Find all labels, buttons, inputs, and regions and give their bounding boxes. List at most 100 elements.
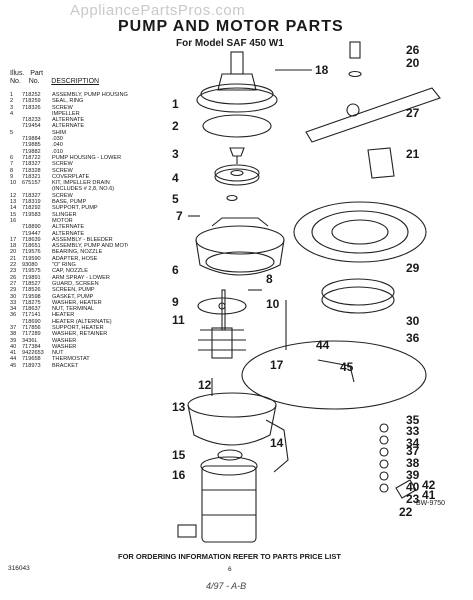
part-description: HEATER (ALTERNATE)	[52, 318, 112, 325]
callout-37: 37	[406, 444, 420, 458]
nozzle-cap-part	[348, 41, 362, 78]
part-illus-no: 22	[10, 262, 17, 269]
part-number: 718327	[22, 161, 41, 168]
model-subtitle: For Model SAF 450 W1	[176, 38, 284, 49]
part-number: 719884	[22, 136, 41, 143]
part-illus-no: 39	[10, 337, 17, 344]
callout-23: 23	[406, 492, 420, 506]
part-illus-no: 13	[10, 199, 17, 206]
thermostat-bracket-part	[317, 359, 355, 383]
callout-27: 27	[406, 106, 420, 120]
part-description: SCREW	[52, 104, 73, 111]
part-illus-no: 20	[10, 249, 17, 256]
part-description: WASHER	[52, 343, 77, 350]
part-description: BRACKET	[52, 362, 79, 369]
part-number: 718526	[22, 287, 41, 294]
callout-41: 41	[422, 488, 436, 502]
part-number: 719885	[22, 142, 41, 149]
part-illus-no: 30	[10, 293, 17, 300]
part-description: ALTERNATE	[52, 230, 85, 237]
part-illus-no: 23	[10, 268, 17, 275]
diagram-title: PUMP AND MOTOR PARTS	[118, 18, 344, 35]
part-number: 718328	[22, 167, 41, 174]
part-description: ALTERNATE	[52, 117, 85, 124]
lower-pump-housing-part	[195, 217, 285, 276]
header-no-desc: No. No. DESCRIPTION	[10, 78, 100, 85]
part-description: (INCLUDES # 2,8, NO.6)	[52, 186, 115, 193]
callout-17: 17	[270, 358, 284, 372]
parts-row: 22 93080 "O" RING	[10, 262, 128, 268]
callout-33: 33	[406, 424, 420, 438]
part-number: 719583	[22, 211, 41, 218]
part-number: 717141	[22, 312, 41, 319]
parts-row: 719885.040	[10, 142, 128, 148]
watermark: AppliancePartsPros.com	[70, 2, 246, 19]
part-number: 718259	[22, 98, 41, 105]
callout-16: 16	[172, 468, 186, 482]
part-illus-no: 21	[10, 255, 17, 262]
part-description: PUMP HOUSING - LOWER	[52, 154, 122, 161]
part-description: ARM SPRAY - LOWER	[52, 274, 110, 281]
part-number: 719590	[22, 255, 41, 262]
part-description: "O" RING	[52, 262, 76, 269]
callout-42: 42	[422, 478, 436, 492]
part-number: 718275	[22, 299, 41, 306]
part-number: 719658	[22, 356, 41, 363]
part-description: SHIM	[52, 129, 66, 136]
part-illus-no: 3	[10, 104, 14, 111]
part-description: SUPPORT, PUMP	[52, 205, 98, 212]
parts-row: 719884.030	[10, 136, 128, 142]
header-illus: Illus. Part	[10, 70, 44, 77]
callout-36: 36	[406, 331, 420, 345]
callout-34: 34	[406, 436, 420, 450]
part-illus-no: 12	[10, 192, 17, 199]
callout-10: 10	[266, 297, 280, 311]
callout-3: 3	[172, 147, 179, 161]
callout-44: 44	[316, 338, 330, 352]
pump-support-part	[265, 419, 289, 473]
part-number: 719891	[22, 274, 41, 281]
part-number: 675157	[22, 180, 41, 187]
callout-4: 4	[172, 171, 179, 185]
part-description: ALTERNATE	[52, 224, 85, 231]
part-illus-no: 33	[10, 299, 17, 306]
part-description: KIT, IMPELLER DRAIN	[52, 180, 110, 187]
part-number: 718722	[22, 154, 41, 161]
callout-9: 9	[172, 295, 179, 309]
parts-row: 719882.010	[10, 149, 128, 155]
part-description: COVERPLATE	[52, 173, 90, 180]
slinger-part	[217, 449, 243, 461]
part-illus-no: 44	[10, 356, 17, 363]
part-description: SCREW	[52, 192, 73, 199]
part-description: .010	[52, 148, 63, 155]
part-illus-no: 36	[10, 312, 17, 319]
part-number: 3436L	[22, 337, 38, 344]
part-number: 717289	[22, 331, 41, 338]
part-number: 718690	[22, 318, 41, 325]
callout-20: 20	[406, 56, 420, 70]
callout-8: 8	[266, 272, 273, 286]
part-number: 93080	[22, 262, 38, 269]
part-number: 9422653	[22, 350, 44, 357]
part-illus-no: 1	[10, 92, 14, 98]
callout-40: 40	[406, 480, 420, 494]
part-illus-no: 41	[10, 350, 17, 357]
part-number: 718639	[22, 236, 41, 243]
part-illus-no: 8	[10, 167, 14, 174]
part-number: 718292	[22, 205, 41, 212]
parts-row: (INCLUDES # 2,8, NO.6)	[10, 186, 128, 192]
